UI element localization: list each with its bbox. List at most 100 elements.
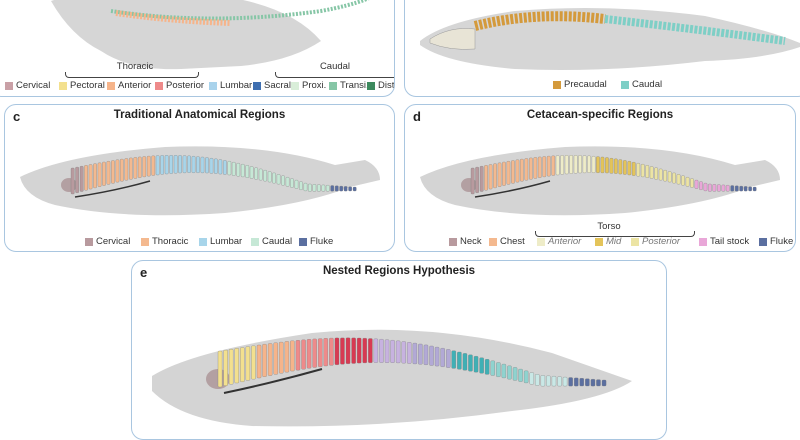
vertebra <box>267 171 272 183</box>
legend-item: Posterior <box>631 236 680 247</box>
panel-a: Thoracic Caudal Cervical Pectoral Anteri… <box>0 0 395 97</box>
vertebra <box>345 337 351 364</box>
legend-item: Sacral <box>253 80 291 91</box>
vertebra <box>169 155 173 174</box>
swatch <box>489 237 497 246</box>
vertebra <box>654 167 658 180</box>
vertebra <box>601 379 607 387</box>
vertebra <box>173 155 178 174</box>
vertebra <box>228 349 234 385</box>
swatch <box>291 81 299 90</box>
vertebra <box>739 185 744 192</box>
swatch <box>537 237 545 246</box>
vertebra <box>708 183 712 192</box>
vertebra <box>523 370 529 384</box>
vertebral-column-d <box>470 155 757 195</box>
vertebra <box>470 167 475 195</box>
vertebra <box>712 184 717 192</box>
vertebra <box>88 164 93 190</box>
vertebra <box>518 368 523 382</box>
vertebra <box>258 168 263 181</box>
vertebra <box>434 346 440 367</box>
vertebra <box>663 170 667 182</box>
group-thoracic-brace <box>65 72 199 78</box>
vertebra <box>462 353 468 371</box>
vertebra <box>587 155 591 173</box>
vertebra <box>373 338 379 363</box>
vertebra <box>699 181 703 190</box>
vertebral-column-c <box>70 155 357 195</box>
panel-letter: e <box>140 265 148 280</box>
vertebra <box>223 349 228 386</box>
vertebra <box>191 156 196 173</box>
vertebra <box>356 337 362 364</box>
vertebra <box>690 178 694 188</box>
vertebra <box>290 178 294 188</box>
legend-item: Transi. <box>329 80 369 91</box>
vertebra <box>384 339 390 363</box>
group-caudal-brace <box>275 72 394 78</box>
panel-title: Cetacean-specific Regions <box>526 109 674 121</box>
whale-skull <box>429 28 476 50</box>
vertebra <box>290 340 295 372</box>
vertebra <box>618 159 623 175</box>
vertebra <box>672 172 676 184</box>
vertebra <box>111 160 115 184</box>
vertebra <box>276 174 281 185</box>
rodent-skeleton-illustration <box>51 0 370 70</box>
vertebra <box>281 175 285 186</box>
rib-line <box>474 180 551 198</box>
vertebra <box>146 155 151 177</box>
vertebra <box>468 354 473 372</box>
vertebra <box>84 165 88 191</box>
vertebra <box>578 155 582 174</box>
legend-item: Fluke <box>299 236 333 247</box>
vertebra <box>479 357 484 374</box>
swatch <box>553 80 561 89</box>
vertebra <box>390 340 395 363</box>
vertebra <box>703 182 708 192</box>
vertebra <box>748 186 752 192</box>
vertebra <box>368 338 373 363</box>
vertebra <box>596 379 601 387</box>
vertebra <box>285 177 290 187</box>
vertebra <box>75 166 79 193</box>
legend-item: Proxi. <box>291 80 326 91</box>
vertebra <box>334 185 339 192</box>
vertebra <box>329 337 334 366</box>
swatch <box>5 81 13 90</box>
legend-item: Lumbar <box>199 236 242 247</box>
vertebra <box>284 341 290 373</box>
vertebra <box>251 345 256 380</box>
vertebra <box>529 157 533 180</box>
vertebra <box>187 155 191 173</box>
legend-item: Cervical <box>85 236 130 247</box>
vertebra <box>512 367 518 381</box>
vertebra <box>407 342 412 364</box>
panel-title: Nested Regions Hypothesis <box>322 265 476 277</box>
vertebra <box>636 163 641 177</box>
vertebra <box>339 185 344 192</box>
vertebra <box>343 186 348 192</box>
vertebra <box>649 166 654 179</box>
vertebra <box>560 155 564 175</box>
vertebra <box>591 156 596 173</box>
swatch <box>299 237 307 246</box>
vertebra <box>217 350 223 388</box>
vertebra <box>551 376 557 387</box>
vertebra <box>681 175 685 186</box>
swatch <box>155 81 163 90</box>
vertebra <box>245 346 251 381</box>
vertebra <box>299 181 303 190</box>
legend-item: Thoracic <box>141 236 188 247</box>
vertebra <box>330 185 335 192</box>
swatch <box>253 81 261 90</box>
legend-item: Mid <box>595 236 621 247</box>
dolphin-traditional-regions-illustration <box>20 146 380 216</box>
swatch <box>199 237 207 246</box>
vertebra <box>734 185 739 192</box>
vertebra <box>379 339 384 363</box>
vertebra <box>564 155 569 175</box>
group-caudal-label: Caudal <box>319 61 351 72</box>
vertebra <box>574 377 579 387</box>
